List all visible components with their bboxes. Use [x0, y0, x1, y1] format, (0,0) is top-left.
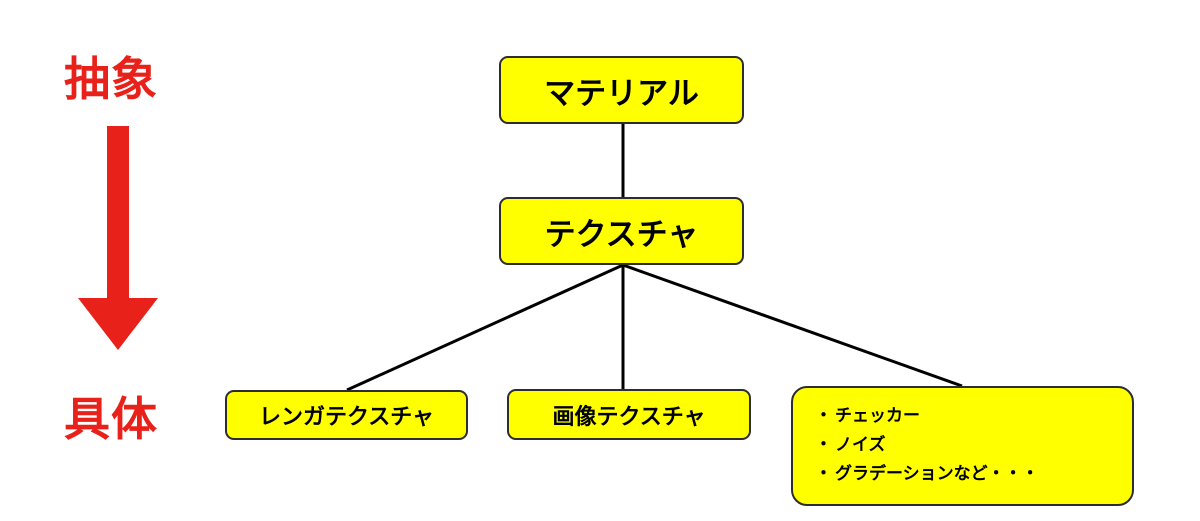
connector-texture-brick	[346, 263, 624, 392]
connector-texture-others	[622, 263, 963, 388]
list-item: ・グラデーションなど・・・	[815, 460, 1039, 489]
node-image-texture: 画像テクスチャ	[507, 389, 751, 440]
list-item: ・ノイズ	[815, 431, 1039, 460]
node-image-texture-label: 画像テクスチャ	[552, 404, 706, 430]
node-brick-texture-label: レンガテクスチャ	[258, 405, 435, 430]
abstract-label: 抽象	[64, 52, 158, 106]
node-material-label: マテリアル	[544, 75, 699, 112]
node-other-textures: ・チェッカー ・ノイズ ・グラデーションなど・・・	[791, 386, 1134, 506]
other-textures-list: ・チェッカー ・ノイズ ・グラデーションなど・・・	[815, 402, 1039, 489]
node-texture-label: テクスチャ	[544, 216, 699, 253]
bullet-glyph: ・	[815, 435, 832, 455]
concrete-label: 具体	[64, 392, 158, 446]
list-item: ・チェッカー	[815, 402, 1039, 431]
node-material: マテリアル	[499, 56, 744, 124]
bullet-glyph: ・	[815, 464, 832, 484]
list-item-label: チェッカー	[835, 406, 920, 426]
down-arrow-icon	[78, 126, 158, 350]
bullet-glyph: ・	[815, 406, 832, 426]
list-item-label: ノイズ	[835, 435, 886, 455]
node-brick-texture: レンガテクスチャ	[225, 390, 468, 440]
list-item-label: グラデーションなど・・・	[835, 464, 1039, 484]
node-texture: テクスチャ	[499, 197, 744, 265]
